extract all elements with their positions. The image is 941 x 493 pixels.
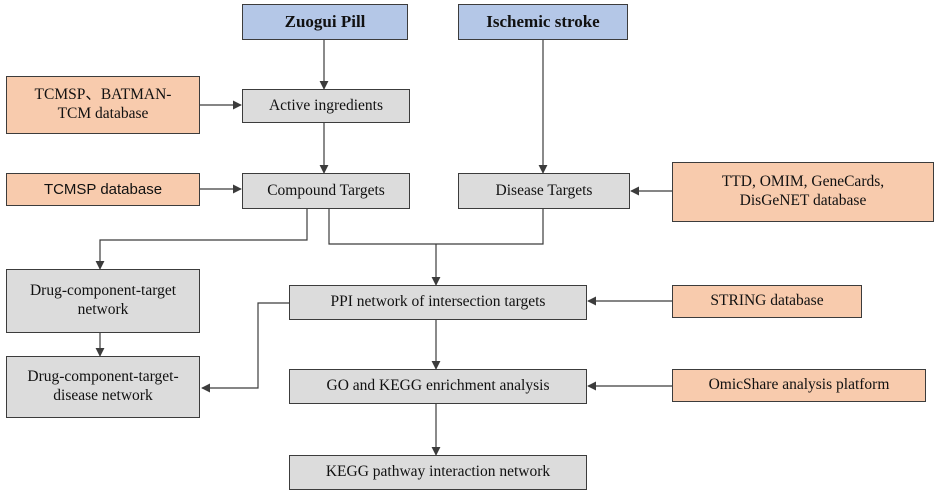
active-ingredients-node: Active ingredients: [242, 89, 410, 123]
disease-targets-node: Disease Targets: [458, 173, 630, 209]
zuogui-pill-node: Zuogui Pill: [242, 4, 408, 40]
disease-databases-node: TTD, OMIM, GeneCards, DisGeNET database: [672, 162, 934, 222]
tcmsp-batman-database-node: TCMSP、BATMAN-TCM database: [6, 76, 200, 134]
tcmsp-database-node: TCMSP database: [6, 173, 200, 206]
line-disease-to-merge: [436, 209, 544, 245]
omicshare-platform-node: OmicShare analysis platform: [672, 369, 926, 402]
arrow-ppi-to-disease-network: [201, 302, 289, 393]
kegg-pathway-network-node: KEGG pathway interaction network: [289, 455, 587, 490]
drug-component-target-network-node: Drug-component-target network: [6, 269, 200, 333]
ppi-network-node: PPI network of intersection targets: [289, 285, 587, 320]
compound-targets-node: Compound Targets: [242, 173, 410, 209]
drug-component-target-disease-network-node: Drug-component-target-disease network: [6, 356, 200, 418]
string-database-node: STRING database: [672, 285, 862, 318]
go-kegg-enrichment-node: GO and KEGG enrichment analysis: [289, 369, 587, 404]
ischemic-stroke-node: Ischemic stroke: [458, 4, 628, 40]
line-compound-to-merge: [328, 209, 436, 245]
arrow-compound-to-drug-network: [95, 209, 308, 270]
